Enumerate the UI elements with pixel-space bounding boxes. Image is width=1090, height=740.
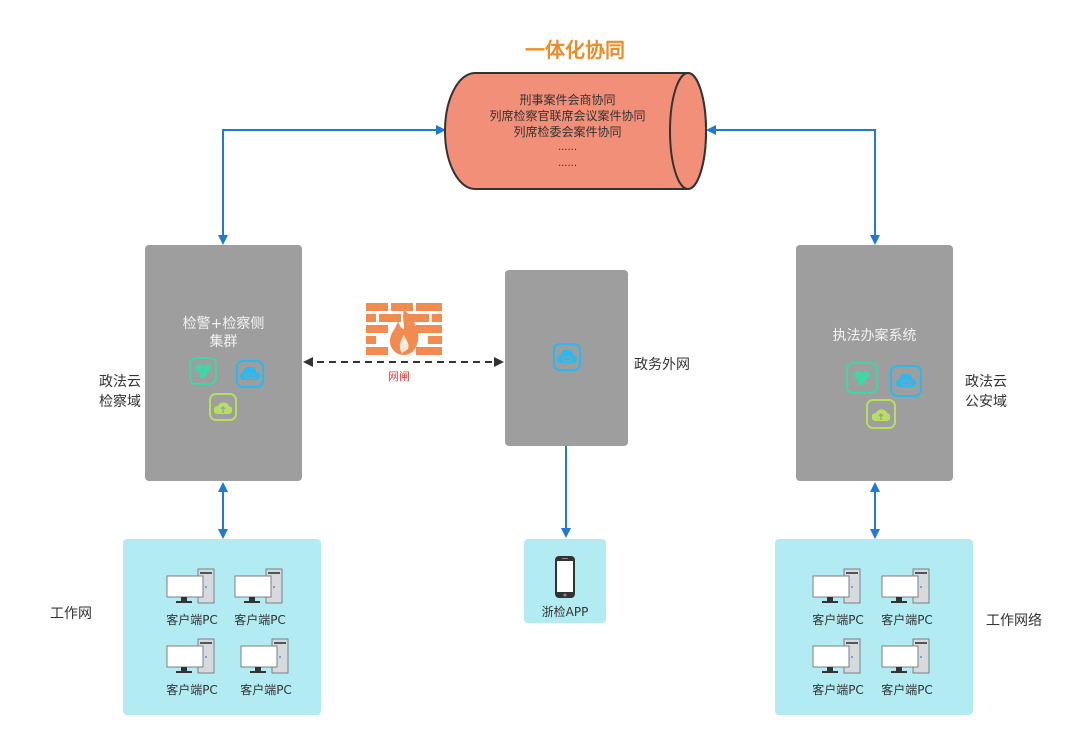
client-pc-label: 客户端PC: [881, 683, 933, 697]
left-workgroup-label: 工作网: [50, 606, 92, 622]
right-domain-label-2: 公安域: [965, 394, 1007, 410]
cloud-server-icon: [236, 360, 264, 388]
hub-line: ......: [557, 158, 578, 169]
cloud-upload-icon: [209, 393, 237, 421]
firewall-icon: [366, 303, 442, 357]
cloud-server-icon: [553, 343, 581, 371]
mobile-app-node[interactable]: 浙检APP: [524, 539, 606, 623]
desktop-pc-icon: [240, 638, 289, 674]
right-node-title: 执法办案系统: [832, 328, 917, 344]
cloud-upload-icon: [866, 399, 896, 429]
cluster-icon: [189, 357, 217, 385]
hub-text: 刑事案件会商协同 列席检察官联席会议案件协同 列席检委会案件协同 ...... …: [450, 92, 685, 172]
desktop-pc-icon: [166, 638, 215, 674]
cluster-icon: [846, 362, 878, 394]
hub-line: 刑事案件会商协同: [519, 93, 616, 107]
client-pc[interactable]: 客户端PC: [157, 567, 227, 628]
client-pc-label: 客户端PC: [166, 613, 218, 627]
left-domain-label-2: 检察域: [99, 394, 141, 410]
client-pc-label: 客户端PC: [812, 613, 864, 627]
desktop-pc-icon: [812, 638, 861, 674]
gov-extranet-label: 政务外网: [634, 357, 690, 373]
left-cluster-node[interactable]: 检警+检察侧 集群: [145, 245, 302, 481]
left-workgroup: 客户端PC 客户端PC 客户端PC 客户端PC: [123, 539, 321, 715]
hub-line: 列席检委会案件协同: [513, 125, 622, 139]
right-domain-label: 政法云: [965, 374, 1007, 390]
smartphone-icon: [555, 556, 575, 598]
mobile-app-label: 浙检APP: [541, 605, 589, 619]
left-domain-label: 政法云: [99, 374, 141, 390]
left-node-subtitle: 集群: [209, 334, 238, 350]
client-pc-label: 客户端PC: [881, 613, 933, 627]
right-workgroup: 客户端PC 客户端PC 客户端PC 客户端PC: [775, 539, 973, 715]
right-workgroup-label: 工作网络: [986, 613, 1042, 629]
client-pc[interactable]: 客户端PC: [225, 567, 295, 628]
client-pc-label: 客户端PC: [166, 683, 218, 697]
client-pc[interactable]: 客户端PC: [803, 567, 873, 628]
client-pc[interactable]: 客户端PC: [157, 637, 227, 698]
desktop-pc-icon: [881, 568, 930, 604]
desktop-pc-icon: [234, 568, 283, 604]
client-pc[interactable]: 客户端PC: [872, 637, 942, 698]
client-pc[interactable]: 客户端PC: [872, 567, 942, 628]
client-pc[interactable]: 客户端PC: [803, 637, 873, 698]
desktop-pc-icon: [166, 568, 215, 604]
link-hub-right: [706, 125, 880, 245]
hub-line: 列席检察官联席会议案件协同: [489, 109, 646, 123]
desktop-pc-icon: [812, 568, 861, 604]
client-pc[interactable]: 客户端PC: [231, 637, 301, 698]
hub-cylinder: [444, 72, 707, 190]
diagram-title: 一体化协同: [525, 38, 625, 62]
gov-extranet-node[interactable]: [505, 270, 628, 446]
cloud-server-icon: [890, 365, 922, 397]
left-node-title: 检警+检察侧: [182, 316, 265, 332]
desktop-pc-icon: [881, 638, 930, 674]
gateway-label: 网闸: [388, 370, 410, 383]
hub-line: ......: [557, 142, 578, 153]
client-pc-label: 客户端PC: [234, 613, 286, 627]
client-pc-label: 客户端PC: [812, 683, 864, 697]
law-enforcement-node[interactable]: 执法办案系统: [796, 245, 953, 481]
client-pc-label: 客户端PC: [240, 683, 292, 697]
link-hub-left: [218, 125, 446, 245]
